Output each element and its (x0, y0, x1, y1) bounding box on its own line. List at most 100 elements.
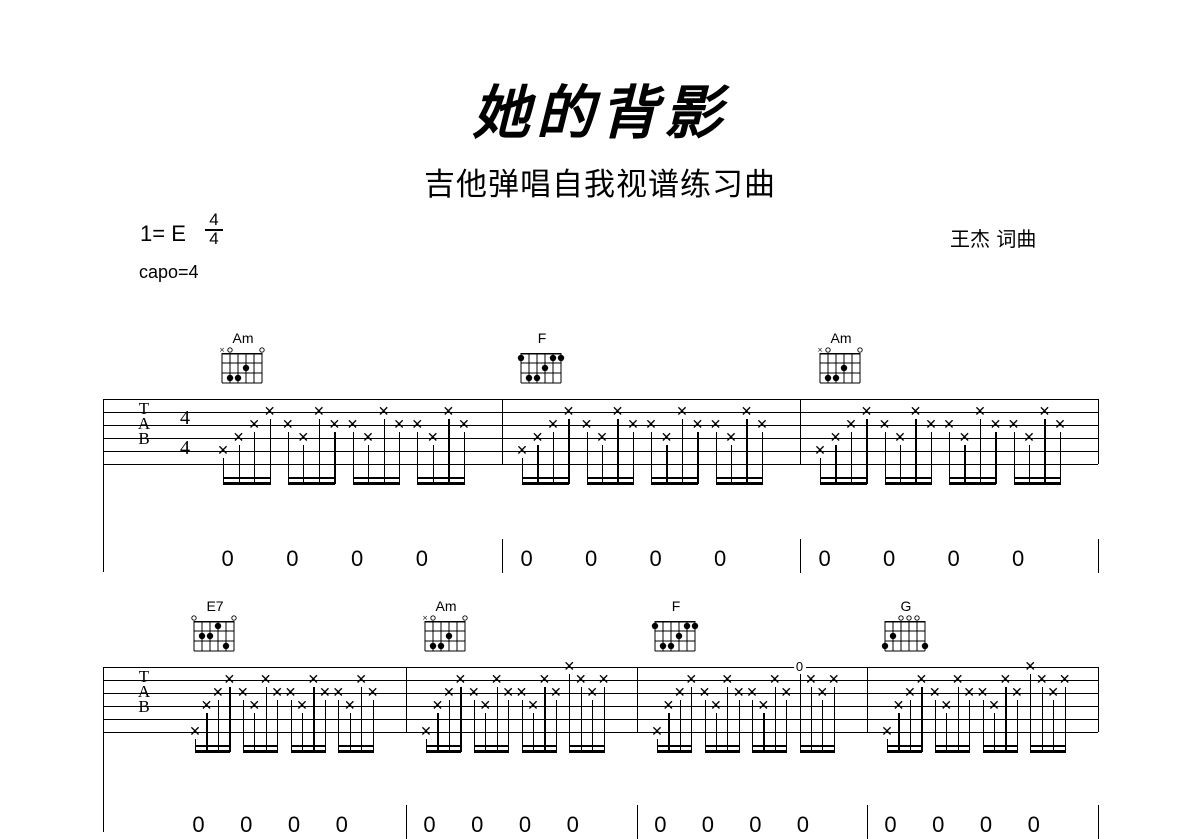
note-stem (603, 687, 605, 752)
sixteenth-beam (586, 477, 634, 479)
tab-note-muted-x: ✕ (431, 698, 444, 714)
tab-note-muted-x: ✕ (725, 430, 737, 446)
tab-note-muted-x: ✕ (698, 685, 711, 701)
key-signature: 1= E (140, 221, 186, 246)
note-stem (334, 432, 336, 484)
note-stem (448, 419, 450, 484)
rhythm-zero: 0 (471, 812, 484, 837)
sixteenth-beam (657, 745, 693, 747)
tab-note-muted-x: ✕ (860, 404, 873, 420)
tab-note-muted-x: ✕ (328, 417, 341, 433)
note-stem (229, 687, 231, 752)
note-stem (934, 700, 936, 752)
sixteenth-beam (242, 745, 279, 747)
chord-grid-icon (881, 615, 929, 652)
rhythm-zero: 0 (654, 812, 667, 837)
rhythm-zero: 0 (796, 812, 810, 837)
tab-note-muted-x: ✕ (710, 698, 722, 714)
note-stem (313, 687, 315, 752)
rhythm-zero: 0 (566, 812, 579, 837)
note-stem (448, 700, 451, 752)
tab-note-muted-x: ✕ (943, 417, 955, 433)
tab-note-muted-x: ✕ (574, 672, 587, 688)
tab-note-muted-x: ✕ (976, 685, 989, 701)
tab-staff-line (103, 425, 1098, 426)
tab-note-muted-x: ✕ (740, 404, 753, 420)
note-stem (555, 700, 558, 752)
tab-staff-line (103, 732, 1098, 733)
note-stem (1013, 432, 1015, 484)
note-stem (679, 700, 681, 752)
rhythm-barline (406, 805, 408, 839)
sixteenth-beam (352, 477, 401, 479)
note-stem (254, 713, 256, 752)
sixteenth-beam (752, 745, 788, 747)
note-stem (269, 419, 271, 484)
sixteenth-beam (651, 477, 699, 479)
tab-clef-t: T (138, 667, 150, 686)
note-stem (522, 458, 524, 484)
chord-grid-icon: × (817, 346, 863, 384)
tab-note-muted-x: ✕ (454, 672, 467, 688)
eighth-beam (352, 482, 401, 485)
barline (502, 399, 504, 464)
note-stem (866, 419, 868, 484)
sixteenth-beam (982, 745, 1018, 747)
tab-note-muted-x: ✕ (881, 724, 893, 740)
note-stem (681, 419, 684, 484)
note-stem (318, 419, 321, 484)
eighth-beam (338, 750, 374, 753)
tab-note-muted-x: ✕ (756, 417, 768, 433)
tab-time-signature-bottom: 4 (180, 437, 190, 459)
note-stem (265, 687, 267, 752)
rhythm-barline (867, 805, 869, 839)
tab-note-muted-x: ✕ (263, 404, 276, 420)
tab-note-muted-x: ✕ (951, 672, 964, 688)
capo-label: capo=4 (139, 262, 199, 282)
note-stem (915, 419, 917, 484)
note-stem (969, 700, 971, 752)
tab-note-muted-x: ✕ (958, 430, 971, 446)
note-stem (485, 713, 487, 752)
tab-note-muted-x: ✕ (691, 417, 704, 433)
note-stem (592, 700, 594, 752)
tab-note-muted-x: ✕ (878, 417, 891, 433)
note-stem (552, 432, 555, 484)
note-stem (1041, 687, 1043, 752)
chord-name: Am (232, 330, 254, 346)
rhythm-barline (800, 539, 802, 573)
note-stem (287, 432, 289, 484)
tab-note-muted-x: ✕ (332, 685, 345, 701)
note-stem (822, 700, 824, 752)
tab-staff-line (103, 706, 1098, 707)
tab-note-muted-x: ✕ (974, 404, 986, 420)
tab-note-muted-x: ✕ (1007, 417, 1020, 433)
eighth-beam (522, 482, 570, 485)
sixteenth-beam (522, 477, 570, 479)
tab-note-muted-x: ✕ (596, 430, 608, 446)
note-stem (544, 687, 546, 752)
tab-staff-line (103, 451, 1098, 452)
tab-note-muted-x: ✕ (362, 430, 374, 446)
tab-note-muted-x: ✕ (297, 430, 310, 446)
note-stem (964, 445, 966, 484)
rhythm-zero: 0 (335, 812, 348, 837)
tab-note-muted-x: ✕ (660, 430, 673, 446)
note-stem (580, 687, 582, 752)
tab-note-muted-x: ✕ (271, 685, 283, 701)
eighth-beam (569, 750, 605, 753)
tab-note-muted-x: ✕ (940, 698, 953, 714)
note-stem (774, 687, 776, 752)
barline (1098, 399, 1100, 464)
note-stem (738, 700, 740, 752)
tab-note-muted-x: ✕ (516, 443, 528, 459)
tab-note-muted-x: ✕ (611, 404, 624, 420)
rhythm-zero: 0 (518, 812, 532, 837)
rhythm-zero: 0 (415, 546, 429, 571)
note-stem (586, 432, 588, 484)
tab-note-muted-x: ✕ (1023, 430, 1035, 446)
note-stem (508, 700, 510, 752)
tab-note-muted-x: ✕ (1038, 404, 1051, 420)
note-stem (715, 713, 718, 752)
note-stem (697, 432, 699, 484)
